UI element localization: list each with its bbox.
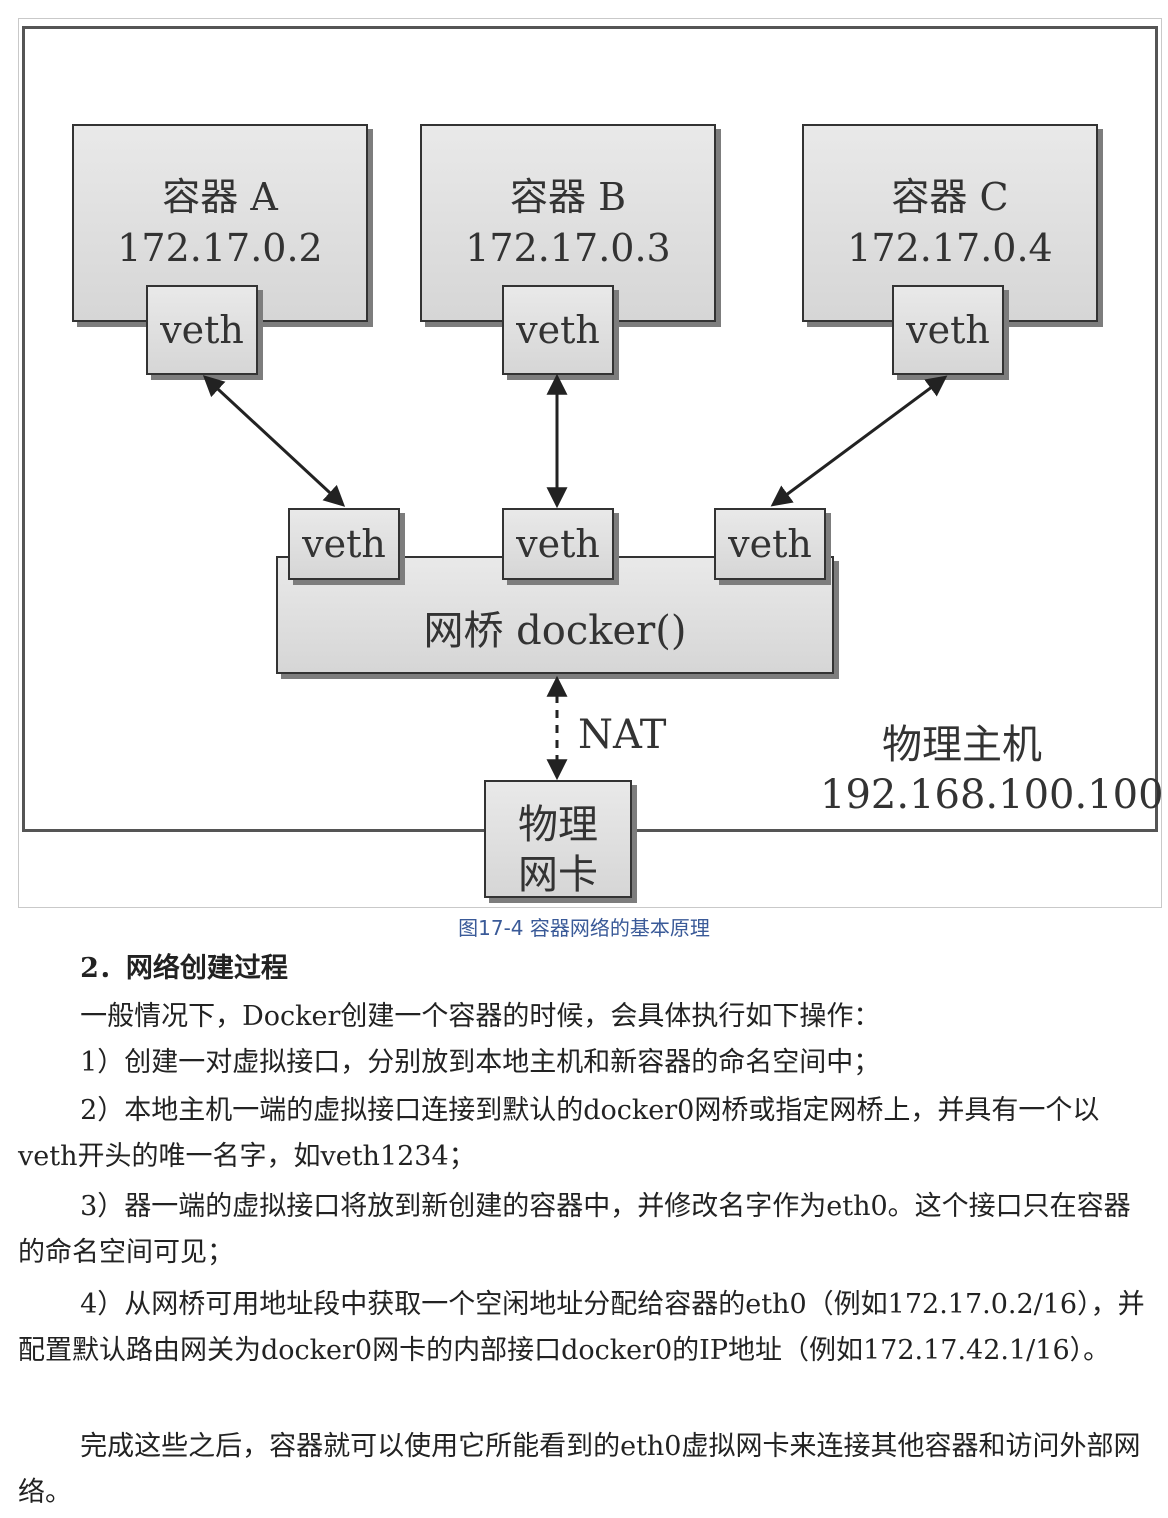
container-a-veth: veth (146, 285, 258, 375)
physical-nic-box: 物理 网卡 (484, 780, 632, 898)
host-ip-label: 192.168.100.100 (820, 772, 1164, 818)
paragraph-step-3: 3）器一端的虚拟接口将放到新创建的容器中，并修改名字作为eth0。这个接口只在容… (18, 1191, 1131, 1268)
paragraph-intro: 一般情况下，Docker创建一个容器的时候，会具体执行如下操作： (80, 1001, 881, 1032)
section-heading: 2．网络创建过程 (80, 953, 288, 984)
bridge-label: 网桥 docker() (423, 608, 687, 654)
container-c-veth: veth (892, 285, 1004, 375)
container-b-name: 容器 B (509, 175, 626, 219)
container-a-name: 容器 A (162, 175, 278, 219)
container-c-ip: 172.17.0.4 (847, 226, 1053, 270)
paragraph-step-1: 1）创建一对虚拟接口，分别放到本地主机和新容器的命名空间中； (80, 1047, 881, 1078)
nic-label-line1: 物理 (518, 802, 598, 848)
bridge-veth-3: veth (714, 508, 826, 580)
host-name-label: 物理主机 (882, 722, 1042, 768)
figure-caption: 图17-4 容器网络的基本原理 (458, 916, 710, 940)
container-b-veth: veth (502, 285, 614, 375)
paragraph-step-2: 2）本地主机一端的虚拟接口连接到默认的docker0网桥或指定网桥上，并具有一个… (18, 1095, 1100, 1172)
paragraph-step-4: 4）从网桥可用地址段中获取一个空闲地址分配给容器的eth0（例如172.17.0… (18, 1289, 1145, 1366)
paragraph-conclusion: 完成这些之后，容器就可以使用它所能看到的eth0虚拟网卡来连接其他容器和访问外部… (18, 1431, 1141, 1508)
container-a-ip: 172.17.0.2 (117, 226, 323, 270)
container-b-ip: 172.17.0.3 (465, 226, 671, 270)
bridge-veth-2: veth (502, 508, 614, 580)
container-c-name: 容器 C (891, 175, 1009, 219)
nic-label-line2: 网卡 (518, 852, 598, 898)
nat-label: NAT (578, 712, 667, 758)
bridge-veth-1: veth (288, 508, 400, 580)
